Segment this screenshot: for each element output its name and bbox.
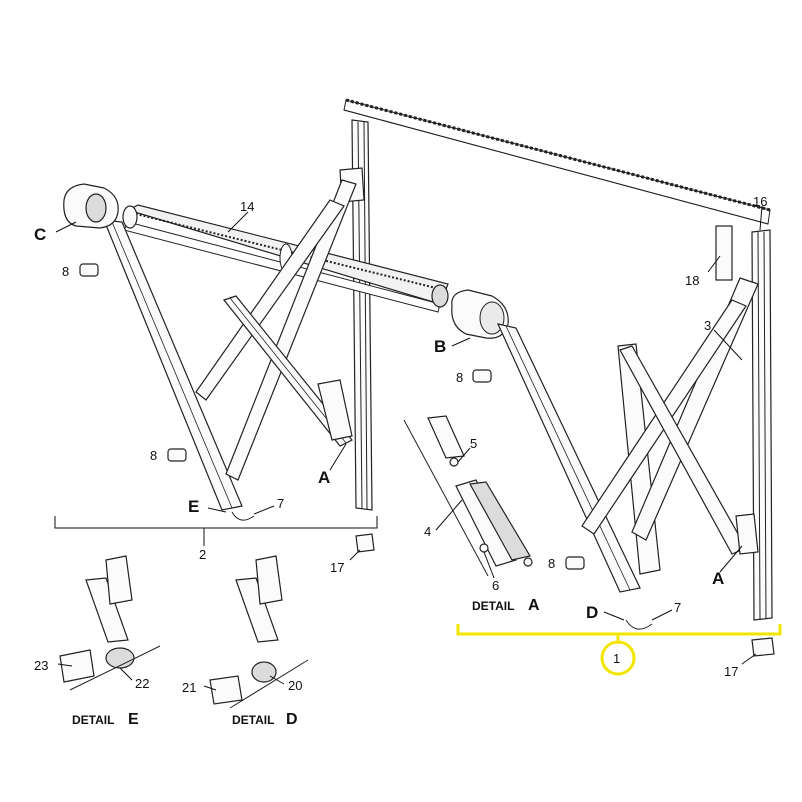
right-wall-rail <box>751 229 773 621</box>
detail-d-drawing <box>209 555 309 709</box>
left-wall-rail <box>339 119 373 511</box>
callout-16: 16 <box>753 194 767 209</box>
leader-lines <box>55 205 763 691</box>
detail-e-drawing <box>59 555 161 691</box>
callout-3: 3 <box>704 318 711 333</box>
callout-20: 20 <box>288 678 302 693</box>
callout-17-right: 17 <box>724 664 738 679</box>
callout-5: 5 <box>470 436 477 451</box>
foot-17 <box>355 533 775 657</box>
callout-21: 21 <box>182 680 196 695</box>
detail-d-caption: DETAIL D <box>232 711 298 728</box>
callout-8-upper-left: 8 <box>62 264 69 279</box>
callout-14: 14 <box>240 199 254 214</box>
callout-2: 2 <box>199 547 206 562</box>
detail-a-drawing <box>403 415 533 577</box>
letter-c: C <box>34 225 46 244</box>
end-cap-b <box>451 289 509 339</box>
detail-a-letter: A <box>528 597 540 614</box>
letter-b: B <box>434 337 446 356</box>
callout-22: 22 <box>135 676 149 691</box>
right-arm-assembly <box>496 277 759 593</box>
clip-7 <box>231 511 653 630</box>
roller-tube <box>122 204 449 313</box>
callout-17-left: 17 <box>330 560 344 575</box>
callout-7-right: 7 <box>674 600 681 615</box>
callout-8-lower-right: 8 <box>548 556 555 571</box>
callout-1[interactable]: 1 <box>613 651 620 666</box>
part-18-pad <box>715 225 733 281</box>
letter-a-right: A <box>712 569 724 588</box>
detail-e-caption: DETAIL E <box>72 711 139 728</box>
callout-6: 6 <box>492 578 499 593</box>
clip-8-icons <box>79 263 585 570</box>
callout-18: 18 <box>685 273 699 288</box>
detail-d-word: DETAIL <box>232 713 274 727</box>
letter-e: E <box>188 497 199 516</box>
callout-8-upper-right: 8 <box>456 370 463 385</box>
callout-8-lower-left: 8 <box>150 448 157 463</box>
detail-e-letter: E <box>128 711 139 728</box>
awning-rail <box>343 98 771 225</box>
assembly-1-bracket[interactable] <box>456 624 782 676</box>
callout-23: 23 <box>34 658 48 673</box>
assembly-2-bracket <box>54 516 378 546</box>
left-arm-assembly <box>103 179 357 511</box>
detail-a-caption: DETAIL A <box>472 597 540 614</box>
callout-7-left: 7 <box>277 496 284 511</box>
letter-d: D <box>586 603 598 622</box>
detail-a-word: DETAIL <box>472 599 514 613</box>
callout-4: 4 <box>424 524 431 539</box>
detail-e-word: DETAIL <box>72 713 114 727</box>
detail-d-letter: D <box>286 711 298 728</box>
letter-a-left: A <box>318 468 330 487</box>
end-cap-c <box>63 183 119 229</box>
